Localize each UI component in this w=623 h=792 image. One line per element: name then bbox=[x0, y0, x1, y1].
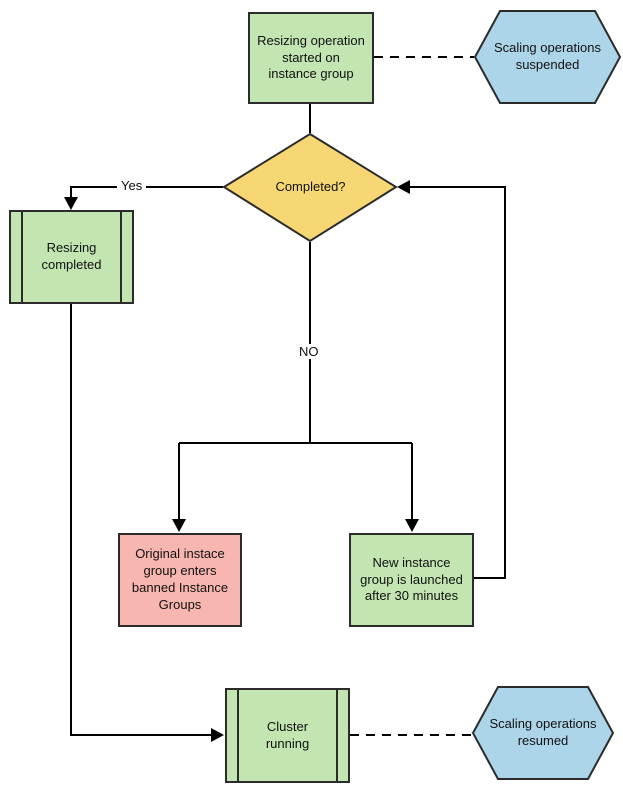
edge-label-no: NO bbox=[295, 344, 323, 359]
node-new-instance: New instance group is launched after 30 … bbox=[349, 533, 474, 627]
node-resizing-completed: Resizing completed bbox=[9, 210, 134, 304]
predefined-process-bar bbox=[21, 212, 23, 302]
decision-diamond-shape bbox=[222, 132, 398, 243]
resumed-hexagon-shape bbox=[471, 686, 615, 780]
node-cluster-running-label: Cluster running bbox=[265, 718, 310, 751]
connector-yes-branch bbox=[70, 186, 223, 198]
arrowhead-new-instance bbox=[405, 519, 419, 532]
edge-label-yes: Yes bbox=[117, 178, 147, 193]
predefined-process-bar bbox=[336, 690, 338, 781]
node-resizing-completed-label: Resizing completed bbox=[41, 240, 102, 272]
arrowhead-banned bbox=[172, 519, 186, 532]
arrowhead-yes bbox=[64, 197, 78, 210]
connector-to-cluster bbox=[70, 304, 211, 736]
suspended-hexagon-shape bbox=[473, 10, 622, 104]
node-start-label: Resizing operation started on instance g… bbox=[257, 32, 365, 82]
arrowhead-cluster bbox=[211, 728, 224, 742]
predefined-process-bar bbox=[120, 212, 122, 302]
node-cluster-running: Cluster running bbox=[225, 688, 350, 783]
node-start: Resizing operation started on instance g… bbox=[248, 12, 374, 104]
connector-loop-back bbox=[410, 186, 506, 579]
node-new-instance-label: New instance group is launched after 30 … bbox=[360, 554, 463, 604]
arrowhead-loop-back bbox=[397, 180, 410, 194]
node-banned: Original instace group enters banned Ins… bbox=[118, 533, 242, 627]
predefined-process-bar bbox=[237, 690, 239, 781]
node-banned-label: Original instace group enters banned Ins… bbox=[131, 546, 229, 612]
